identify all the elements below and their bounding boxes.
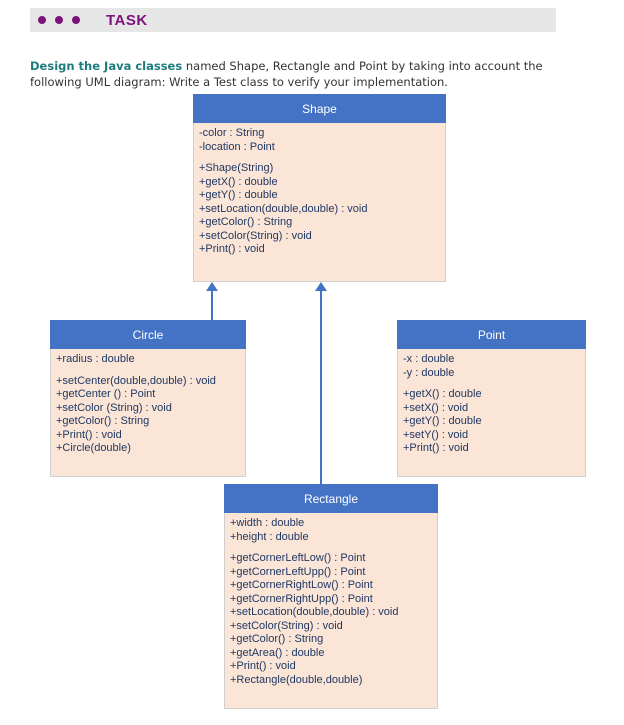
method-line: +getCornerRightUpp() : Point bbox=[230, 592, 373, 605]
methods-list: +getX() : double+setX() : void+getY() : … bbox=[403, 388, 581, 456]
class-title: Rectangle bbox=[224, 484, 438, 513]
method-line: +setColor (String) : void bbox=[56, 401, 172, 414]
task-title: TASK bbox=[106, 11, 148, 29]
method-line: +Print() : void bbox=[56, 428, 122, 441]
method-line: +setX() : void bbox=[403, 401, 469, 414]
attributes-list: +radius : double bbox=[56, 353, 241, 367]
methods-list: +setCenter(double,double) : void+getCent… bbox=[56, 375, 241, 456]
method-line: +setY() : void bbox=[403, 428, 469, 441]
method-line: +getCornerLeftUpp() : Point bbox=[230, 565, 366, 578]
bullet-dot-icon bbox=[38, 16, 46, 24]
method-line: +getColor() : String bbox=[199, 216, 293, 228]
method-line: +getArea() : double bbox=[230, 646, 325, 659]
attribute-line: +width : double bbox=[230, 517, 305, 529]
task-description-highlight: Design the Java classes bbox=[30, 58, 183, 73]
method-line: +Shape(String) bbox=[199, 162, 274, 174]
class-title: Point bbox=[397, 320, 586, 349]
attribute-line: +radius : double bbox=[56, 353, 135, 365]
task-header-bar: TASK bbox=[30, 8, 556, 32]
attribute-line: -y : double bbox=[403, 366, 455, 379]
inheritance-arrow-rectangle-to-shape bbox=[320, 290, 322, 484]
attribute-line: -color : String bbox=[199, 127, 265, 139]
method-line: +getCornerRightLow() : Point bbox=[230, 579, 373, 591]
method-line: +setColor(String) : void bbox=[230, 619, 343, 632]
bullet-dot-icon bbox=[72, 16, 80, 24]
class-body: +width : double+height : double +getCorn… bbox=[224, 513, 438, 709]
uml-class-rectangle: Rectangle +width : double+height : doubl… bbox=[224, 484, 438, 709]
method-line: +Print() : void bbox=[199, 243, 265, 255]
uml-class-shape: Shape -color : String-location : Point +… bbox=[193, 94, 446, 282]
method-line: +getX() : double bbox=[199, 175, 278, 188]
class-body: -color : String-location : Point +Shape(… bbox=[193, 123, 446, 282]
attributes-list: -color : String-location : Point bbox=[199, 127, 441, 154]
method-line: +getColor() : String bbox=[230, 633, 324, 645]
method-line: +getY() : double bbox=[199, 189, 278, 201]
arrowhead-icon bbox=[206, 282, 218, 291]
bullet-dot-icon bbox=[55, 16, 63, 24]
method-line: +setLocation(double,double) : void bbox=[230, 606, 399, 618]
attributes-list: +width : double+height : double bbox=[230, 517, 433, 544]
method-line: +setCenter(double,double) : void bbox=[56, 374, 216, 387]
method-line: +Print() : void bbox=[403, 442, 469, 454]
methods-list: +Shape(String)+getX() : double+getY() : … bbox=[199, 162, 441, 257]
method-line: +setColor(String) : void bbox=[199, 229, 312, 242]
class-body: -x : double-y : double +getX() : double+… bbox=[397, 349, 586, 477]
method-line: +getCornerLeftLow() : Point bbox=[230, 552, 366, 564]
attributes-list: -x : double-y : double bbox=[403, 353, 581, 380]
method-line: +Circle(double) bbox=[56, 442, 131, 454]
class-title: Circle bbox=[50, 320, 246, 349]
method-line: +getCenter () : Point bbox=[56, 388, 156, 400]
method-line: +getColor() : String bbox=[56, 415, 150, 427]
methods-list: +getCornerLeftLow() : Point+getCornerLef… bbox=[230, 552, 433, 687]
bullet-dots bbox=[38, 16, 80, 24]
method-line: +getY() : double bbox=[403, 415, 482, 427]
method-line: +getX() : double bbox=[403, 388, 482, 400]
method-line: +Rectangle(double,double) bbox=[230, 673, 363, 686]
task-description-body: named Shape, Rectangle and Point by taki… bbox=[30, 58, 543, 89]
attribute-line: -location : Point bbox=[199, 140, 275, 153]
uml-class-circle: Circle +radius : double +setCenter(doubl… bbox=[50, 320, 246, 477]
attribute-line: +height : double bbox=[230, 530, 309, 543]
method-line: +Print() : void bbox=[230, 660, 296, 672]
task-description: Design the Java classes named Shape, Rec… bbox=[30, 58, 578, 90]
attribute-line: -x : double bbox=[403, 353, 455, 365]
class-body: +radius : double +setCenter(double,doubl… bbox=[50, 349, 246, 477]
uml-class-point: Point -x : double-y : double +getX() : d… bbox=[397, 320, 586, 477]
inheritance-arrow-circle-to-shape bbox=[211, 290, 213, 320]
arrowhead-icon bbox=[315, 282, 327, 291]
class-title: Shape bbox=[193, 94, 446, 123]
method-line: +setLocation(double,double) : void bbox=[199, 202, 368, 215]
